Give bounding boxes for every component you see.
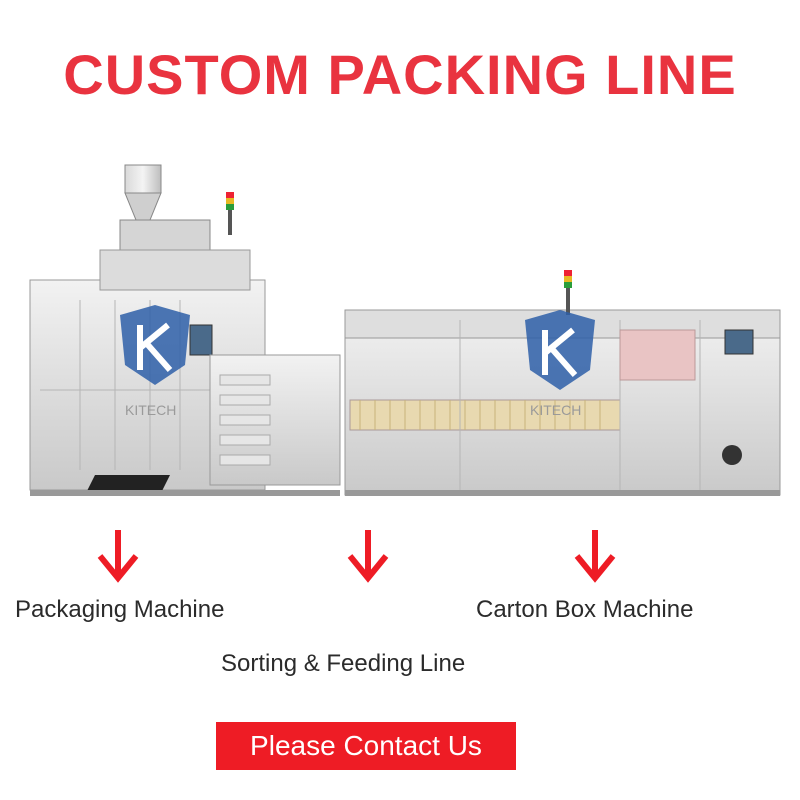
packing-line-illustration: KITECH <box>29 164 781 496</box>
arrow-down-icon <box>347 530 389 583</box>
watermark-left: KITECH <box>125 402 176 418</box>
arrow-down-icon <box>574 530 616 583</box>
sorting-feeding-line-label: Sorting & Feeding Line <box>221 650 466 677</box>
packaging-machine-label: Packaging Machine <box>15 596 225 623</box>
watermark-right: KITECH <box>530 402 581 418</box>
sorting-feeding-line-drawing <box>209 354 341 496</box>
contact-us-button[interactable]: Please Contact Us <box>216 722 516 770</box>
carton-box-machine-label: Carton Box Machine <box>476 596 694 623</box>
arrow-down-icon <box>97 530 139 583</box>
packaging-machine-drawing: KITECH <box>29 164 266 496</box>
page-title: CUSTOM PACKING LINE <box>63 43 737 106</box>
carton-box-machine-drawing: KITECH <box>344 270 781 496</box>
